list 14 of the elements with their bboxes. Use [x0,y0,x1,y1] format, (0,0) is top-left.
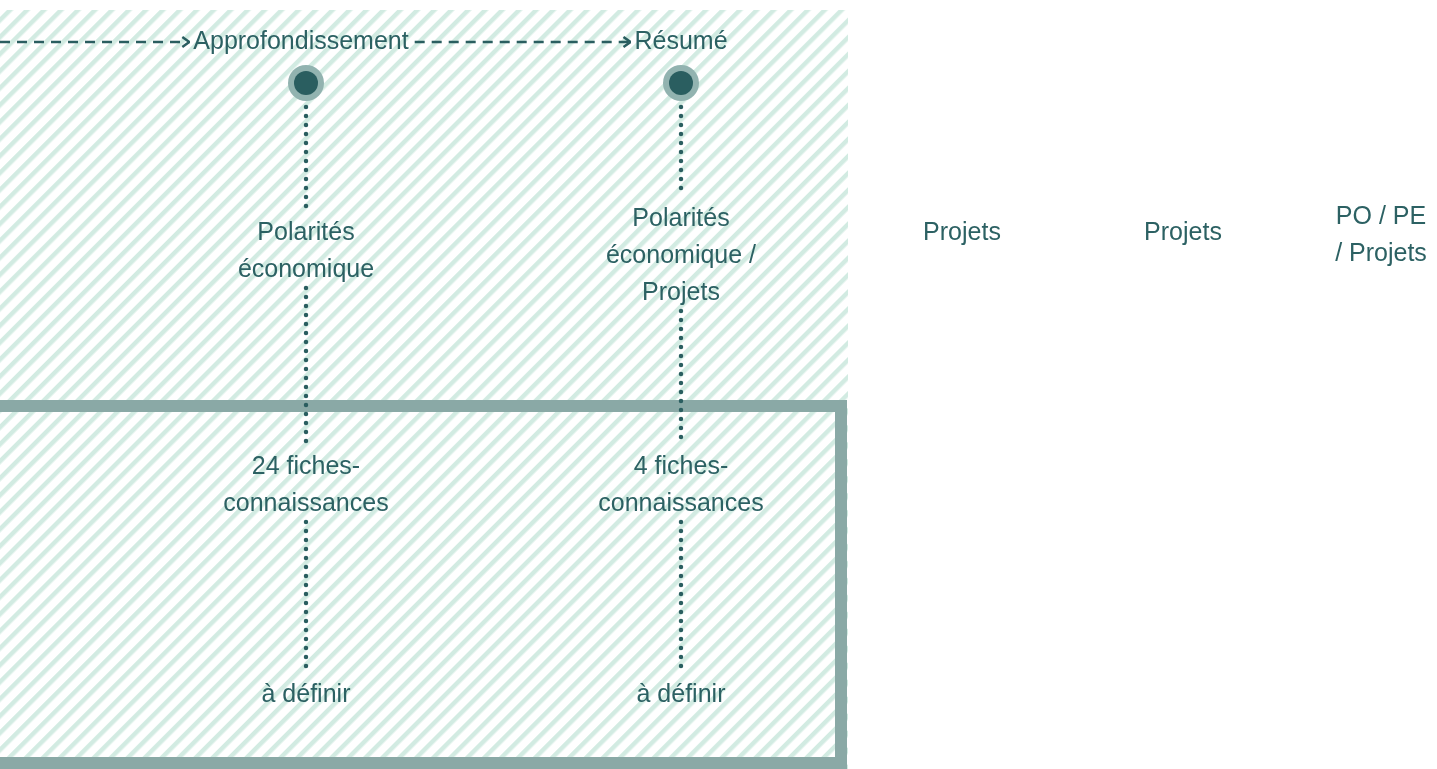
stage-label: 4 fiches-connaissances [597,450,765,518]
column-label: PO / PE / Projets [1334,200,1428,268]
dashed-arrow [0,35,191,49]
stage-label: à définir [635,678,727,709]
dashed-arrow [414,35,632,49]
stage-label: à définir [260,678,352,709]
stage-label: Polarités économique [236,216,376,284]
stage-label: 24 fiches-connaissances [222,450,390,518]
column-label: Projets [922,216,1002,247]
frame-box [0,400,847,769]
column-label: Projets [1143,216,1223,247]
stage-label: Résumé [633,25,729,56]
stage-label: Polarités économique / Projets [604,202,758,307]
stage-label: Approfondissement [192,25,410,56]
